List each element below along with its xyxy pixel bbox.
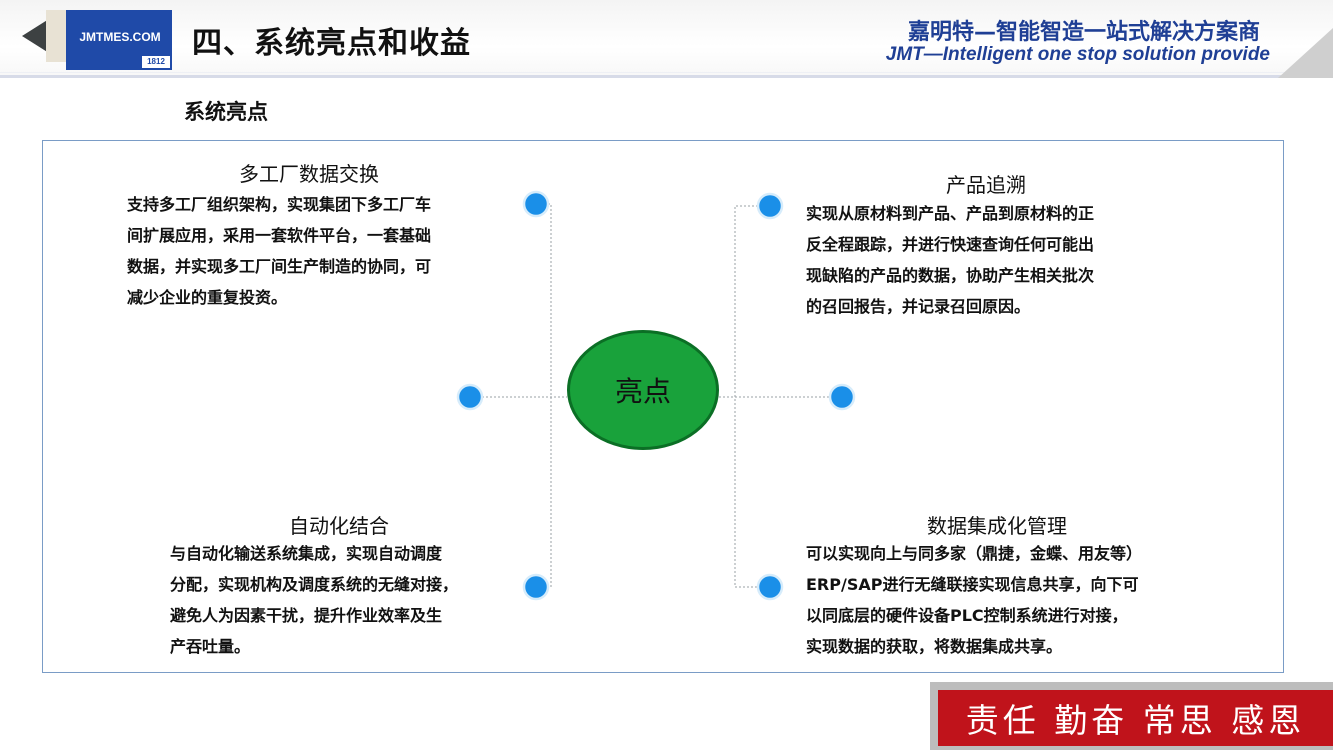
connector-right-trunk <box>734 205 770 588</box>
body-line: 间扩展应用，采用一套软件平台，一套基础 <box>127 226 432 245</box>
block-body-traceability: 实现从原材料到产品、产品到原材料的正 反全程跟踪，并进行快速查询任何可能出 现缺… <box>806 198 1094 322</box>
block-heading-automation: 自动化结合 <box>289 514 389 538</box>
body-line: 的召回报告，并记录召回原因。 <box>806 297 1031 316</box>
node-middle-left <box>456 383 484 411</box>
page-curl-decoration <box>1278 28 1333 78</box>
header-divider <box>0 75 1290 78</box>
body-line: 实现从原材料到产品、产品到原材料的正 <box>806 204 1095 223</box>
body-line: 实现数据的获取，将数据集成共享。 <box>806 637 1063 656</box>
body-line: 数据，并实现多工厂间生产制造的协同，可 <box>127 257 432 276</box>
footer-slogan: 责任 勤奋 常思 感恩 <box>965 701 1306 740</box>
body-line: 产吞吐量。 <box>170 637 251 656</box>
body-line: 减少企业的重复投资。 <box>127 288 288 307</box>
body-line: ERP/SAP进行无缝联接实现信息共享，向下可 <box>806 575 1139 594</box>
node-bottom-left <box>522 573 550 601</box>
body-line: 可以实现向上与同多家（鼎捷，金蝶、用友等） <box>806 544 1143 563</box>
block-heading-multi-factory: 多工厂数据交换 <box>239 162 379 186</box>
logo-text: JMTMES.COM <box>79 30 161 44</box>
body-line: 现缺陷的产品的数据，协助产生相关批次 <box>806 266 1095 285</box>
block-heading-data-integration: 数据集成化管理 <box>927 514 1067 538</box>
section-title: 系统亮点 <box>184 100 268 124</box>
company-slogan-cn: 嘉明特—智能智造一站式解决方案商 <box>907 20 1260 45</box>
body-line: 以同底层的硬件设备PLC控制系统进行对接， <box>806 606 1128 625</box>
highlights-frame <box>42 140 1284 673</box>
body-line: 与自动化输送系统集成，实现自动调度 <box>170 544 443 563</box>
node-top-left <box>522 190 550 218</box>
node-bottom-right <box>756 573 784 601</box>
footer-slogan-banner: 责任 勤奋 常思 感恩 <box>938 690 1333 746</box>
connector-left-trunk <box>536 203 552 588</box>
body-line: 支持多工厂组织架构，实现集团下多工厂车 <box>127 195 432 214</box>
block-heading-traceability: 产品追溯 <box>946 173 1026 197</box>
company-slogan-en: JMT—Intelligent one stop solution provid… <box>885 44 1270 65</box>
logo-year: 1812 <box>142 56 170 68</box>
center-highlight-node: 亮点 <box>567 330 719 450</box>
node-top-right <box>756 192 784 220</box>
block-body-multi-factory: 支持多工厂组织架构，实现集团下多工厂车 间扩展应用，采用一套软件平台，一套基础 … <box>127 189 431 313</box>
body-line: 分配，实现机构及调度系统的无缝对接， <box>170 575 459 594</box>
block-body-data-integration: 可以实现向上与同多家（鼎捷，金蝶、用友等） ERP/SAP进行无缝联接实现信息共… <box>806 538 1142 662</box>
page-title: 四、系统亮点和收益 <box>192 26 471 61</box>
node-middle-right <box>828 383 856 411</box>
body-line: 反全程跟踪，并进行快速查询任何可能出 <box>806 235 1095 254</box>
header-divider-thin <box>0 72 1290 73</box>
center-label: 亮点 <box>614 375 671 408</box>
header-band <box>0 0 1333 78</box>
block-body-automation: 与自动化输送系统集成，实现自动调度 分配，实现机构及调度系统的无缝对接， 避免人… <box>170 538 458 662</box>
body-line: 避免人为因素干扰，提升作业效率及生 <box>170 606 443 625</box>
